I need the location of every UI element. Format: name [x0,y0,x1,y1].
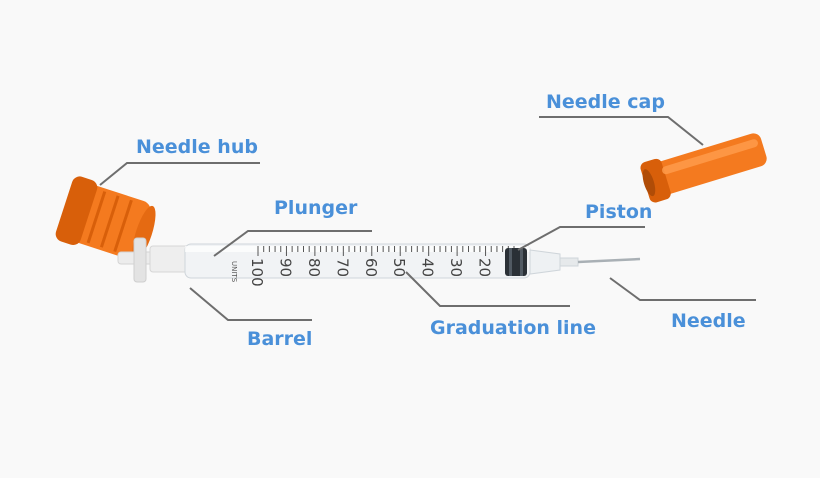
needle-cap-label: Needle cap [546,91,665,113]
needle-cap-shape [640,133,767,203]
graduation-number: 100 [248,258,266,287]
needle-shape [529,249,641,275]
graduation-number: 90 [276,258,294,277]
piston-shape [505,248,527,276]
barrel-leader [189,287,312,321]
graduation-number: 50 [390,258,408,277]
plunger-leader [213,230,372,257]
graduation-number: 20 [476,258,494,277]
piston-label: Piston [585,201,653,223]
needle-leader [609,277,756,301]
needle-cap-leader [539,116,704,146]
graduation-number: 40 [419,258,437,277]
graduation-leader [405,271,570,307]
leader-lines [99,116,756,321]
graduation-number: 80 [305,258,323,277]
plunger-label: Plunger [274,197,358,219]
graduation-number: 70 [333,258,351,277]
barrel-shape: 100908070605040302010 UNITS [184,243,531,287]
graduation-numbers: 100908070605040302010 [248,258,522,287]
graduation-line-label: Graduation line [430,317,596,339]
plunger-shape [117,237,191,283]
needle-hub-leader [99,162,260,186]
units-text: UNITS [230,261,238,283]
needle-label: Needle [671,310,746,332]
graduation-ticks [257,246,515,256]
barrel-label: Barrel [247,328,313,350]
graduation-number: 60 [362,258,380,277]
graduation-number: 30 [447,258,465,277]
needle-hub-label: Needle hub [136,136,258,158]
piston-leader [517,226,645,251]
